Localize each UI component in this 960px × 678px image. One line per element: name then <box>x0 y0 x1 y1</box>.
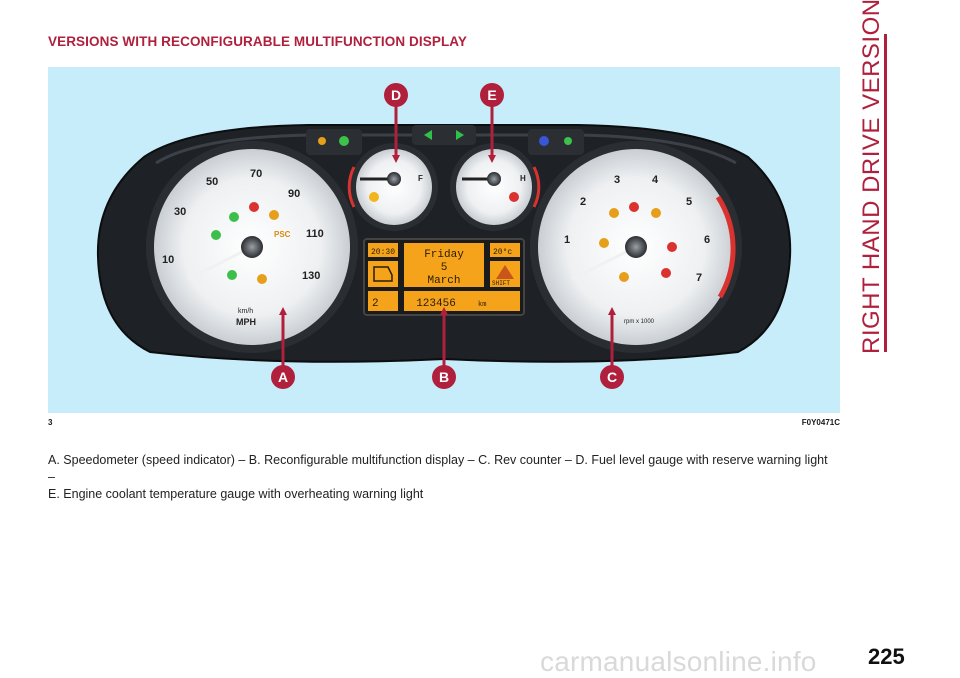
left-indicator-strip <box>306 129 362 155</box>
tachometer-needle <box>571 245 637 281</box>
watermark-text: carmanualsonline.info <box>540 646 817 677</box>
lights-icon <box>318 137 326 145</box>
turn-right-icon <box>456 130 464 140</box>
speedometer: 10 30 50 70 90 110 130 km/h MPH PSC <box>146 141 358 353</box>
speed-tick: 130 <box>302 270 320 282</box>
speedometer-needle <box>187 245 253 281</box>
figure-code: F0Y0471C <box>801 418 840 427</box>
warning-triangle-icon <box>496 265 514 279</box>
cruise-control-icon <box>211 230 221 240</box>
rpm-tick: 5 <box>686 196 692 208</box>
esc-icon <box>619 272 629 282</box>
fuel-reserve-icon <box>257 274 267 284</box>
callout-label: D <box>391 87 401 103</box>
speed-unit-kmh: km/h <box>238 308 253 315</box>
display-month: March <box>427 275 460 287</box>
right-indicator-strip <box>528 129 584 155</box>
oil-pressure-icon <box>661 268 671 278</box>
turn-left-icon <box>424 130 432 140</box>
callout-label: E <box>487 87 496 103</box>
fog-light-icon <box>339 136 349 146</box>
psc-indicator: PSC <box>274 230 291 239</box>
callout-B: B <box>432 365 456 389</box>
temperature-gauge: H <box>450 143 541 231</box>
rpm-tick: 2 <box>580 196 586 208</box>
callout-label: C <box>607 369 617 385</box>
side-title-rule <box>884 34 887 352</box>
fuel-full-label: F <box>418 174 423 183</box>
brake-warning-icon <box>249 202 259 212</box>
rpm-tick: 7 <box>696 272 702 284</box>
speed-tick: 70 <box>250 168 262 180</box>
callout-C: C <box>600 365 624 389</box>
callout-label: B <box>439 369 449 385</box>
caption-line: A. Speedometer (speed indicator) – B. Re… <box>48 453 828 484</box>
display-odometer-unit: km <box>478 301 486 309</box>
display-shift-label: SHIFT <box>492 280 510 287</box>
page-number: 225 <box>868 644 905 669</box>
speed-tick: 110 <box>306 228 324 240</box>
callout-E: E <box>480 83 504 107</box>
rear-fog-icon <box>564 137 572 145</box>
speed-tick: 30 <box>174 206 186 218</box>
display-day-name: Friday <box>424 249 464 261</box>
display-odometer: 123456 <box>416 298 456 310</box>
display-temperature: 20°c <box>493 248 512 257</box>
overheating-warning-light <box>509 192 519 202</box>
multifunction-display: 20:30 20°c Friday 5 March SHIFT 2 123456… <box>363 238 525 316</box>
speed-unit-mph: MPH <box>236 317 256 327</box>
glow-plug-icon <box>609 208 619 218</box>
rpm-unit: rpm x 1000 <box>624 319 655 325</box>
door-status-icon <box>373 266 393 282</box>
callout-A: A <box>271 365 295 389</box>
tachometer: 1 2 3 4 5 6 7 rpm x 1000 <box>530 141 742 353</box>
rpm-tick: 4 <box>652 174 659 186</box>
rpm-tick: 6 <box>704 234 710 246</box>
seatbelt-warning-icon <box>229 212 239 222</box>
general-warning-icon <box>651 208 661 218</box>
engine-warning-icon <box>269 210 279 220</box>
instrument-cluster-figure: 10 30 50 70 90 110 130 km/h MPH PSC F <box>48 67 840 413</box>
display-day: 5 <box>441 262 448 274</box>
figure-caption: A. Speedometer (speed indicator) – B. Re… <box>48 452 828 503</box>
callout-label: A <box>278 369 288 385</box>
instrument-cluster-illustration: 10 30 50 70 90 110 130 km/h MPH PSC F <box>96 83 792 389</box>
speed-tick: 90 <box>288 188 300 200</box>
center-indicator-strip <box>412 125 476 145</box>
fuel-gauge: F <box>347 143 438 231</box>
speed-tick: 10 <box>162 254 174 266</box>
door-open-icon <box>227 270 237 280</box>
tyre-pressure-icon <box>599 238 609 248</box>
section-heading: VERSIONS WITH RECONFIGURABLE MULTIFUNCTI… <box>48 34 468 49</box>
airbag-warning-icon <box>629 202 639 212</box>
callout-D: D <box>384 83 408 107</box>
speed-tick: 50 <box>206 176 218 188</box>
figure-number: 3 <box>48 418 53 427</box>
caption-line: E. Engine coolant temperature gauge with… <box>48 487 424 501</box>
fuel-reserve-warning-light <box>369 192 379 202</box>
temp-hot-label: H <box>520 174 526 183</box>
display-clock: 20:30 <box>371 248 395 257</box>
display-gear: 2 <box>372 298 379 310</box>
callout-leaders <box>281 105 614 369</box>
rpm-tick: 1 <box>564 234 570 246</box>
rpm-tick: 3 <box>614 174 620 186</box>
high-beam-icon <box>539 136 549 146</box>
battery-icon <box>667 242 677 252</box>
